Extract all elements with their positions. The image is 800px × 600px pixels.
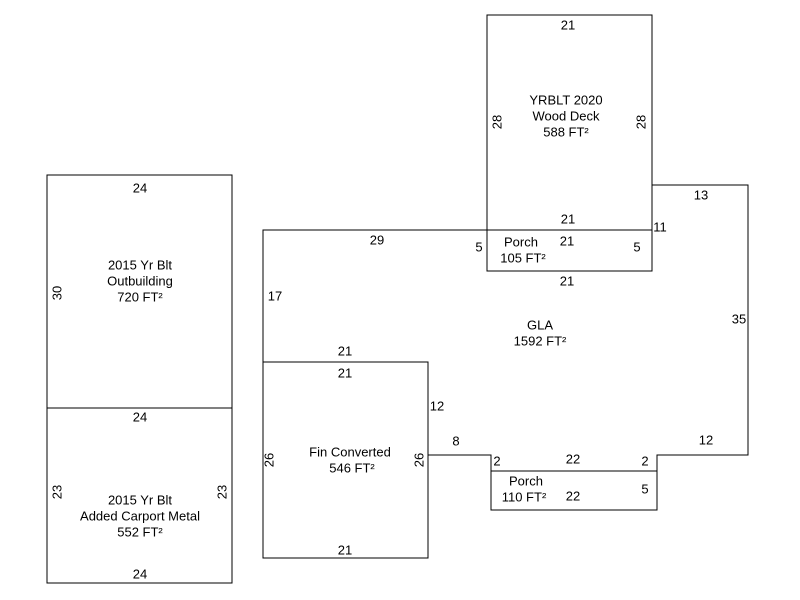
carport-dim-bottom: 24	[132, 566, 148, 582]
fin-converted-dim-right: 26	[411, 452, 427, 468]
porch-top-dim-top: 21	[559, 233, 575, 249]
porch-bottom-name: Porch	[509, 473, 543, 489]
porch-bottom-dim-22-bottom: 22	[565, 488, 581, 504]
outbuilding-yrblt: 2015 Yr Blt	[107, 257, 173, 273]
outbuilding-area: 720 FT²	[117, 289, 163, 305]
porch-bottom-area: 110 FT²	[501, 489, 547, 505]
gla-dim-11: 11	[653, 219, 667, 235]
gla-area: 1592 FT²	[513, 333, 567, 349]
wood-deck-name: Wood Deck	[532, 108, 600, 124]
porch-bottom-dim-2-left: 2	[493, 453, 501, 469]
fin-converted-outline	[262, 361, 429, 559]
porch-bottom-outline	[490, 470, 658, 511]
fin-converted-dim-left: 26	[261, 452, 277, 468]
wood-deck-dim-right: 28	[633, 114, 649, 130]
gla-dim-35: 35	[731, 311, 747, 327]
outbuilding-name: Outbuilding	[107, 273, 173, 289]
porch-top-area: 105 FT²	[500, 250, 546, 266]
fin-converted-name: Fin Converted	[309, 444, 391, 460]
porch-bottom-dim-22-top: 22	[565, 451, 581, 467]
carport-yrblt: 2015 Yr Blt	[107, 492, 173, 508]
fin-converted-area: 546 FT²	[329, 460, 375, 476]
fin-converted-dim-8: 8	[452, 433, 460, 449]
wood-deck-dim-top: 21	[560, 17, 576, 33]
porch-top-name: Porch	[504, 234, 538, 250]
porch-bottom-dim-2-right: 2	[641, 453, 649, 469]
carport-outline	[46, 407, 233, 584]
gla-outline	[262, 184, 749, 472]
carport-dim-top: 24	[132, 409, 148, 425]
gla-dim-17: 17	[267, 288, 283, 304]
porch-bottom-dim-5: 5	[641, 481, 649, 497]
gla-dim-12-right: 12	[698, 432, 714, 448]
gla-dim-13: 13	[693, 187, 709, 203]
gla-dim-bottom-21: 21	[337, 343, 353, 359]
carport-area: 552 FT²	[117, 524, 163, 540]
wood-deck-area: 588 FT²	[543, 124, 589, 140]
outbuilding-dim-left: 30	[49, 285, 65, 301]
carport-dim-right: 23	[214, 484, 230, 500]
gla-name: GLA	[526, 317, 554, 333]
wood-deck-dim-bottom: 21	[560, 211, 576, 227]
wood-deck-dim-left: 28	[489, 114, 505, 130]
fin-converted-dim-top: 21	[337, 365, 353, 381]
outbuilding-dim-top: 24	[132, 180, 148, 196]
carport-dim-left: 23	[49, 484, 65, 500]
porch-top-dim-bottom: 21	[559, 273, 575, 289]
porch-top-dim-right: 5	[633, 239, 641, 255]
fin-converted-dim-bottom: 21	[337, 542, 353, 558]
gla-dim-29: 29	[369, 232, 385, 248]
porch-top-dim-left: 5	[475, 239, 483, 255]
carport-name: Added Carport Metal	[80, 508, 200, 524]
wood-deck-yrblt: YRBLT 2020	[529, 92, 603, 108]
fin-converted-dim-12: 12	[429, 398, 445, 414]
